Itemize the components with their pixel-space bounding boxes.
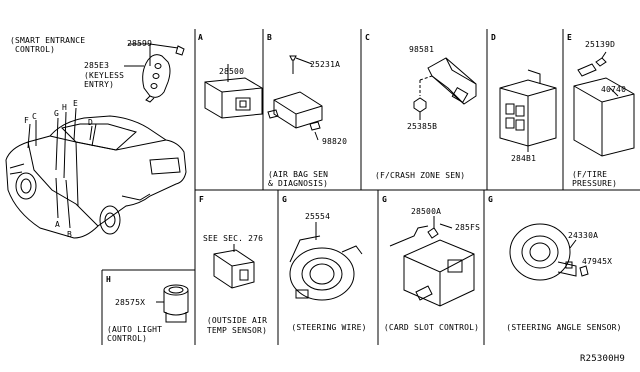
panel-f-caption: (OUTSIDE AIR TEMP SENSOR) bbox=[206, 316, 268, 335]
part-number-28599: 28599 bbox=[127, 39, 153, 48]
panel-g3-drawing bbox=[510, 224, 588, 280]
car-callout-a: A bbox=[55, 220, 60, 229]
car-callout-e: E bbox=[73, 99, 78, 108]
section-letter-f: F bbox=[199, 195, 204, 204]
panel-c-caption: (F/CRASH ZONE SEN) bbox=[375, 171, 466, 180]
panel-borders bbox=[102, 29, 640, 345]
section-letter-a: A bbox=[198, 33, 203, 42]
section-letter-g-3: G bbox=[488, 195, 493, 204]
panel-f-drawing bbox=[214, 244, 254, 288]
section-letter-c: C bbox=[365, 33, 370, 42]
part-number-40740: 40740 bbox=[601, 85, 627, 94]
panel-g3-caption: (STEERING ANGLE SENSOR) bbox=[506, 323, 622, 332]
part-number-285fs: 285FS bbox=[455, 223, 481, 232]
part-number-24330a: 24330A bbox=[568, 231, 599, 240]
car-callout-c: C bbox=[32, 112, 37, 121]
diagram-code: R25300H9 bbox=[580, 354, 625, 364]
part-number-25554: 25554 bbox=[305, 212, 331, 221]
part-number-98820: 98820 bbox=[322, 137, 348, 146]
part-number-25139d: 25139D bbox=[585, 40, 616, 49]
part-number-47945x: 47945X bbox=[582, 257, 613, 266]
panel-b-drawing bbox=[268, 56, 322, 140]
panel-c-drawing bbox=[414, 58, 476, 120]
panel-g1-drawing bbox=[290, 222, 362, 300]
car-callout-g: G bbox=[54, 109, 59, 118]
part-number-284b1: 284B1 bbox=[511, 154, 537, 163]
part-number-28500: 28500 bbox=[219, 67, 245, 76]
car-callout-d: D bbox=[88, 118, 93, 127]
section-letter-e: E bbox=[567, 33, 572, 42]
part-number-28575x: 28575X bbox=[115, 298, 146, 307]
car-callout-f: F bbox=[24, 116, 29, 125]
section-letter-d: D bbox=[491, 33, 496, 42]
section-letter-g-1: G bbox=[282, 195, 287, 204]
panel-e-caption: (F/TIRE PRESSURE) bbox=[572, 170, 618, 188]
section-letter-b: B bbox=[267, 33, 272, 42]
panel-g2-caption: (CARD SLOT CONTROL) bbox=[383, 323, 480, 332]
panel-h-caption: (AUTO LIGHT CONTROL) bbox=[107, 325, 163, 343]
panel-e-drawing bbox=[574, 52, 634, 156]
car-callout-h: H bbox=[62, 103, 67, 112]
panel-d-drawing bbox=[500, 70, 556, 152]
key-fob-drawing bbox=[124, 44, 184, 102]
panel-b-caption: (AIR BAG SEN & DIAGNOSIS) bbox=[268, 170, 329, 188]
keyless-entry-label: (KEYLESS ENTRY) bbox=[84, 71, 125, 89]
panel-g2-drawing bbox=[390, 216, 474, 306]
car-leader-lines bbox=[28, 108, 92, 228]
part-number-98581: 98581 bbox=[409, 45, 435, 54]
car-callout-b: B bbox=[67, 230, 72, 239]
part-number-285e3: 285E3 bbox=[84, 61, 110, 70]
part-number-25385b: 25385B bbox=[407, 122, 438, 131]
part-number-25231a: 25231A bbox=[310, 60, 341, 69]
panel-a-drawing bbox=[205, 64, 262, 118]
keyless-caption: (SMART ENTRANCE CONTROL) bbox=[10, 36, 86, 54]
panel-g1-caption: (STEERING WIRE) bbox=[291, 323, 367, 332]
section-letter-h: H bbox=[106, 275, 111, 284]
car-drawing bbox=[6, 116, 186, 238]
see-section-note: SEE SEC. 276 bbox=[203, 234, 264, 243]
part-number-28500a: 28500A bbox=[411, 207, 442, 216]
section-letter-g-2: G bbox=[382, 195, 387, 204]
panel-h-drawing bbox=[156, 285, 188, 322]
